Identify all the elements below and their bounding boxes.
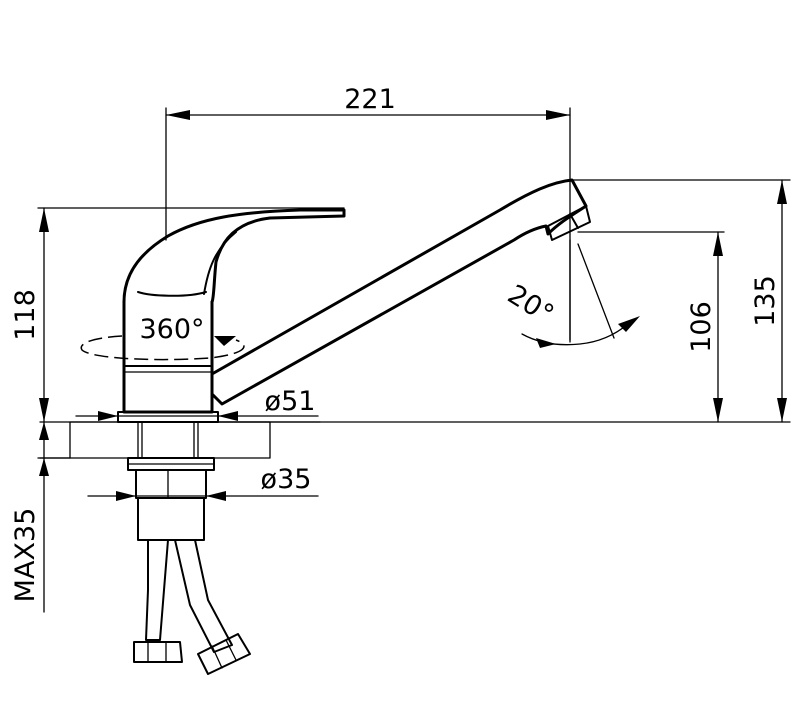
dimension-135 bbox=[571, 179, 791, 423]
label-diameter-35: ø35 bbox=[261, 464, 312, 495]
label-diameter-51: ø51 bbox=[265, 386, 316, 417]
faucet-body bbox=[117, 300, 219, 423]
tilt-indicator bbox=[521, 239, 640, 348]
label-118: 118 bbox=[10, 289, 41, 341]
label-max35: MAX35 bbox=[10, 508, 41, 603]
label-106: 106 bbox=[686, 301, 717, 353]
label-360: 360° bbox=[139, 314, 204, 345]
dimension-diameter-35 bbox=[87, 491, 319, 501]
dimension-max35 bbox=[37, 421, 71, 613]
dimension-106 bbox=[577, 231, 725, 423]
rotation-indicator bbox=[80, 335, 245, 361]
label-20: 20° bbox=[502, 279, 559, 331]
counter-top-section bbox=[39, 421, 321, 459]
lever-handle bbox=[122, 208, 346, 304]
mounting-shank bbox=[127, 421, 215, 541]
label-135: 135 bbox=[750, 275, 781, 327]
flexible-hoses bbox=[133, 539, 251, 675]
label-221: 221 bbox=[344, 84, 396, 115]
dimension-diameter-51 bbox=[75, 411, 319, 421]
dimension-118 bbox=[37, 207, 345, 423]
